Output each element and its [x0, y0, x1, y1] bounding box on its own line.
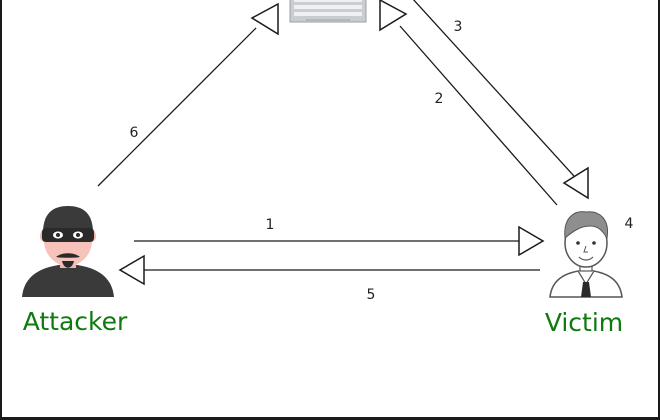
arrow-6: [97, 2, 279, 187]
step-6-label: 6: [130, 125, 139, 141]
arrow-5: [118, 254, 540, 286]
step-4-label: 4: [625, 216, 634, 232]
arrow-2: [379, 0, 558, 206]
arrow-1: [134, 225, 545, 257]
step-5-label: 5: [367, 287, 376, 303]
arrow-3: [412, 0, 589, 200]
step-1-label: 1: [266, 217, 275, 233]
attacker-label: Attacker: [23, 307, 128, 336]
victim-icon: [549, 211, 623, 298]
step-2-label: 2: [435, 91, 444, 107]
victim-label: Victim: [545, 308, 623, 337]
step-3-label: 3: [454, 19, 463, 35]
attacker-icon: [22, 206, 114, 297]
server-icon: [289, 0, 367, 23]
